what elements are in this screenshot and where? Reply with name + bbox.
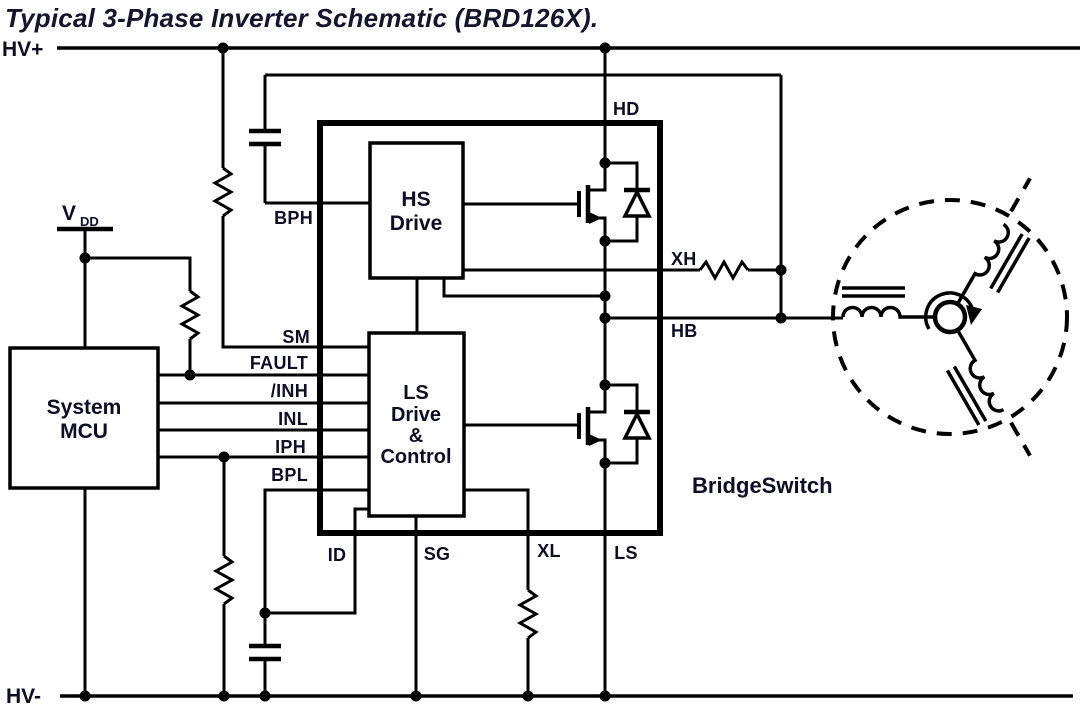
pin-label-id: ID	[328, 545, 347, 565]
motor-stator-circle	[831, 198, 1069, 436]
vdd-supply: V DD	[57, 202, 192, 348]
ls-drive-label-line4: Control	[380, 446, 451, 468]
xl-resistor	[516, 588, 540, 640]
fault-pullup-resistor	[178, 289, 202, 341]
ls-drive-label-line1: LS	[403, 382, 429, 404]
hv-minus-rail: HV-	[6, 685, 1073, 704]
pin-label-bpl: BPL	[271, 465, 308, 485]
half-bridge-wires	[603, 48, 843, 696]
hv-plus-label: HV+	[2, 38, 43, 61]
bpl-line	[263, 488, 369, 613]
hs-drive-block: HS Drive	[265, 141, 700, 333]
hv-plus-rail: HV+	[2, 38, 1080, 61]
ls-source-arrow	[589, 434, 602, 446]
pin-label-inl: INL	[278, 409, 308, 429]
pin-label-bph: BPH	[274, 208, 313, 228]
pin-label-xh: XH	[671, 249, 697, 269]
pin-label-hd: HD	[613, 99, 640, 119]
sm-pullup-resistor	[211, 166, 235, 218]
pin-labels: BPH SM FAULT /INH INL IPH BPL ID SG XL L…	[250, 99, 698, 565]
junction-dots	[79, 42, 787, 702]
mcu-label-line1: System	[47, 396, 122, 419]
hs-drive-label-line2: Drive	[390, 212, 443, 235]
vdd-label: V	[62, 202, 76, 225]
hs-source-arrow	[589, 212, 602, 224]
hs-drive-label-line1: HS	[401, 188, 430, 211]
hs-body-diode	[605, 161, 652, 243]
mcu-label-line2: MCU	[60, 420, 108, 443]
motor-axis-dash-upper	[1009, 177, 1032, 213]
hs-sense-line	[442, 278, 605, 298]
pin-label-iph: IPH	[275, 437, 306, 457]
motor-rotor-circle	[932, 299, 968, 335]
high-side-mosfet	[577, 161, 652, 243]
id-line	[265, 507, 369, 615]
bpl-capacitor	[249, 643, 281, 662]
pin-label-xl: XL	[537, 541, 561, 561]
system-mcu-block: System MCU	[8, 346, 160, 696]
pin-label-inh: /INH	[271, 381, 308, 401]
motor-winding-upper-right	[955, 177, 1032, 305]
figure-title: Typical 3-Phase Inverter Schematic (BRD1…	[5, 3, 598, 33]
motor-winding-left	[841, 286, 935, 319]
ls-drive-label-line2: Drive	[391, 404, 441, 426]
hv-minus-label: HV-	[6, 685, 41, 704]
pin-label-sg: SG	[424, 544, 451, 564]
bph-bootstrap-capacitor	[249, 75, 281, 203]
vdd-sub-label: DD	[80, 214, 99, 229]
motor-symbol	[831, 177, 1069, 457]
xl-line	[464, 488, 530, 590]
pin-label-hb: HB	[671, 321, 698, 341]
ls-drive-label-line3: &	[409, 425, 423, 447]
iph-shunt-resistor	[212, 554, 236, 606]
motor-axis-dash-lower	[1009, 421, 1032, 457]
signal-wires	[158, 48, 369, 696]
pin-label-sm: SM	[282, 327, 310, 347]
motor-rotation-arc	[924, 291, 975, 330]
bridgeswitch-label: BridgeSwitch	[692, 473, 833, 498]
bridgeswitch-boundary: BridgeSwitch	[317, 120, 833, 536]
ls-drive-control-block: LS Drive & Control	[367, 331, 579, 696]
ls-body-diode	[605, 383, 652, 465]
pin-label-ls: LS	[614, 543, 638, 563]
pin-label-fault: FAULT	[250, 353, 308, 373]
xh-resistor	[698, 258, 750, 282]
bootstrap-loop	[265, 73, 783, 318]
low-side-mosfet	[577, 383, 652, 465]
motor-winding-lower-right	[945, 329, 1032, 457]
motor-rotation-arrow	[966, 305, 982, 325]
